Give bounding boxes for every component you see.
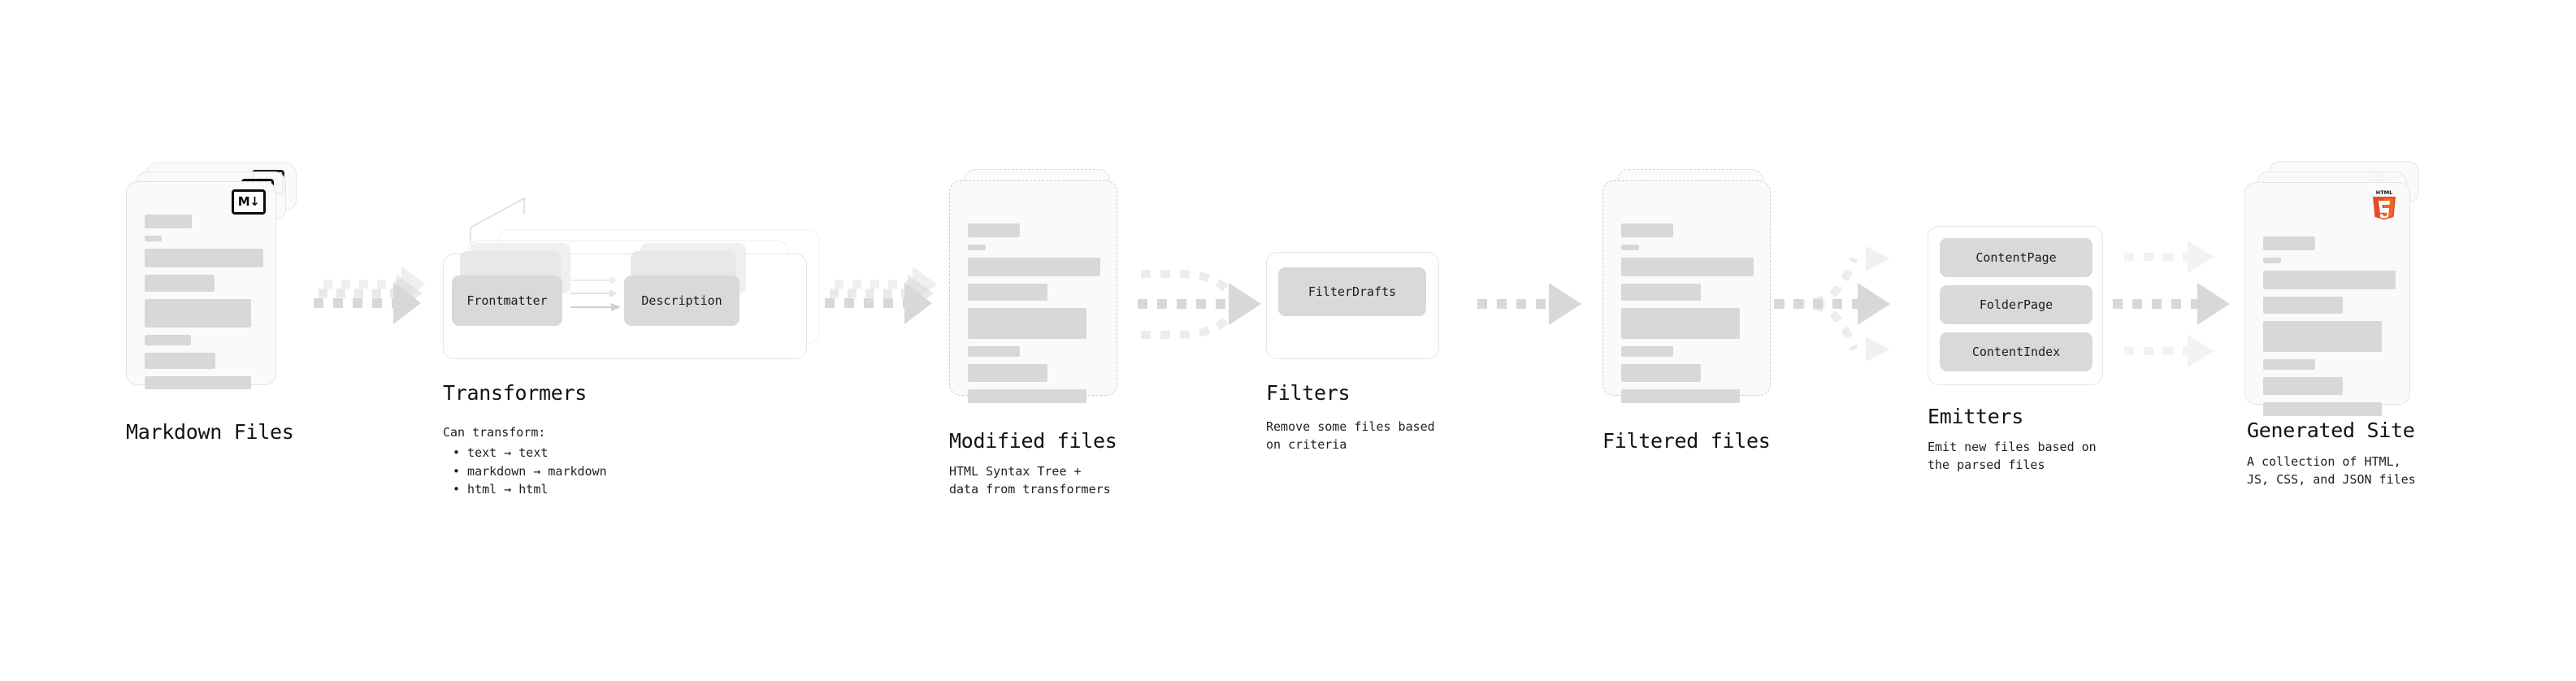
page-title: Generated Site [2247,419,2415,442]
chip-label: ContentIndex [1971,345,2061,359]
html5-icon: HTML [2373,189,2396,220]
transformer-chip-frontmatter[interactable]: Frontmatter [452,275,562,326]
page-title: Markdown Files [126,420,294,444]
document-skeleton [968,223,1100,410]
skeleton-bar [2263,297,2343,314]
skeleton-bar [1621,258,1754,276]
transformer-group-front[interactable]: Frontmatter Description [443,243,807,359]
connector-transformers-to-modified [825,267,937,324]
document-stack [1602,169,1773,413]
skeleton-bar [1621,245,1639,250]
document-stack: M↓ M↓ M↓ [126,163,297,410]
list-item: • markdown → markdown [453,463,607,479]
skeleton-bar [1621,364,1701,382]
stage-modified-files [949,169,1120,413]
skeleton-bar [1621,223,1673,237]
document-skeleton [1621,223,1754,410]
emitter-chip-contentpage[interactable]: ContentPage [1940,238,2092,277]
skeleton-bar [968,284,1047,301]
page-subtitle: A collection of HTML, JS, CSS, and JSON … [2247,454,2416,487]
skeleton-bar [968,389,1086,403]
document-card-front [1602,180,1771,403]
markdown-icon: M↓ [232,189,266,215]
emitter-chip-contentindex[interactable]: ContentIndex [1940,332,2092,371]
skeleton-bar [968,364,1047,382]
emitter-chip-folderpage[interactable]: FolderPage [1940,285,2092,324]
skeleton-bar [145,376,251,389]
svg-text:HTML: HTML [2376,189,2392,196]
skeleton-bar [1621,389,1740,403]
chip-label: ContentPage [1975,250,2057,265]
chip-label: FilterDrafts [1308,284,1397,299]
skeleton-bar [2263,258,2281,263]
connector-filters-to-filtered [1477,283,1581,325]
document-skeleton [2263,236,2396,423]
chip-label: FolderPage [1979,297,2053,312]
skeleton-bar [2263,377,2343,395]
skeleton-bar [2263,321,2382,352]
page-title: Emitters [1928,405,2024,428]
skeleton-bar [145,275,215,292]
skeleton-bar [968,258,1100,276]
skeleton-bar [145,249,263,267]
stage-filtered-files [1602,169,1773,413]
skeleton-bar [2263,271,2396,289]
page-subtitle: HTML Syntax Tree + data from transformer… [949,464,1111,497]
connector-emitters-to-generated [2113,241,2230,367]
skeleton-bar [968,308,1086,339]
page-subtitle: Remove some files based on criteria [1266,419,1435,452]
page-title: Modified files [949,429,1117,453]
page-title: Transformers [443,381,588,405]
stage-generated-site: CSS HTML [2244,161,2419,416]
chip-label: Description [641,293,722,308]
document-card-front: M↓ [126,181,276,389]
skeleton-bar [2263,236,2315,250]
chip-label: Frontmatter [466,293,548,308]
emitter-group[interactable]: ContentPage FolderPage ContentIndex [1928,226,2103,385]
skeleton-bar [968,346,1020,357]
page-subtitle: Emit new files based on the parsed files [1928,440,2097,472]
skeleton-bar [1621,284,1701,301]
list-item: • text → text [453,445,549,460]
document-stack: CSS HTML [2244,161,2419,416]
filter-chip-filterdrafts[interactable]: FilterDrafts [1278,267,1426,316]
skeleton-bar [2263,359,2315,370]
skeleton-bar [1621,346,1673,357]
skeleton-bar [968,223,1020,237]
page-title: Filtered files [1602,429,1771,453]
skeleton-bar [145,353,215,369]
skeleton-bar [968,245,986,250]
skeleton-bar [2263,402,2382,416]
filter-group[interactable]: FilterDrafts [1266,252,1439,359]
list-item: • html → html [453,482,549,497]
run-in-parallel-leader [470,197,525,244]
document-stack [949,169,1120,413]
skeleton-bar [145,335,191,345]
skeleton-bar [145,236,162,241]
list-lead: Can transform: [443,425,546,440]
skeleton-bar [145,299,251,327]
transform-capability-list: Can transform: • text → text • markdown … [443,423,607,499]
skeleton-bar [145,215,192,228]
document-skeleton [145,215,263,397]
transformer-internal-arrows [570,276,621,311]
connector-filtered-to-emitters [1774,246,1890,362]
document-card-front [949,180,1117,403]
document-card-front: HTML [2244,182,2410,416]
connector-markdown-to-transformers [314,267,426,324]
stage-markdown-files: M↓ M↓ M↓ [126,163,297,410]
page-title: Filters [1266,381,1351,405]
skeleton-bar [1621,308,1740,339]
connector-modified-to-filters [1138,270,1261,339]
transformer-chip-description[interactable]: Description [624,275,739,326]
